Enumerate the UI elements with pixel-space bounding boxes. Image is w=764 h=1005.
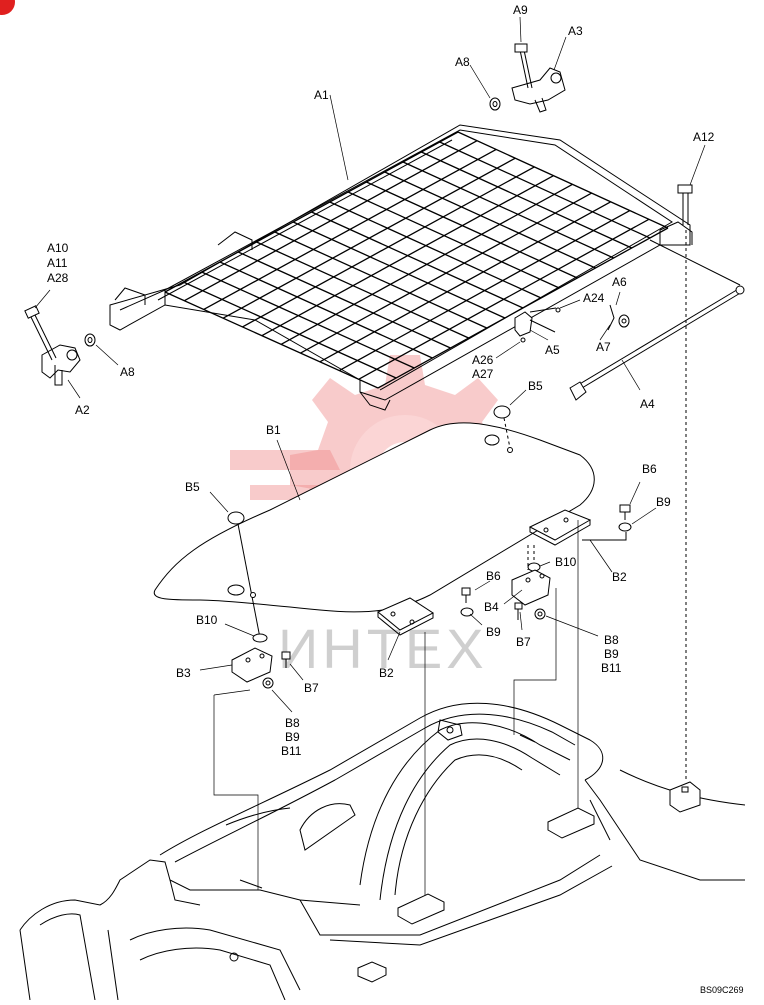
mounting-guide-lines xyxy=(213,520,579,895)
label-a24: A24 xyxy=(583,291,605,305)
label-a7: A7 xyxy=(596,340,611,354)
callout-labels: A1 A9 A3 A8 A12 A10 A11 A28 A8 A2 A6 A24… xyxy=(47,3,744,995)
label-a4: A4 xyxy=(640,397,655,411)
latch-a5 xyxy=(514,304,630,343)
grid-guard-a1 xyxy=(109,124,693,411)
label-b4: B4 xyxy=(484,600,499,614)
label-a26: A26 xyxy=(472,353,494,367)
mesh-bar xyxy=(311,211,524,309)
label-b2-left: B2 xyxy=(379,666,394,680)
bracket-b2-right xyxy=(528,509,592,546)
bracket-a2 xyxy=(24,305,96,386)
label-b11-right: B11 xyxy=(601,661,622,675)
label-b9-mid: B9 xyxy=(486,625,501,639)
diagram-code: BS09C269 xyxy=(700,985,744,995)
bracket-b3 xyxy=(231,633,291,689)
label-b10-right: B10 xyxy=(555,555,577,569)
grommet-b5-left xyxy=(227,511,261,639)
label-b7-right: B7 xyxy=(516,635,531,649)
mesh-bar xyxy=(292,221,506,319)
bracket-b4 xyxy=(460,545,551,620)
label-b5-top: B5 xyxy=(528,379,543,393)
label-b2-right: B2 xyxy=(612,570,627,584)
cab-body xyxy=(19,702,746,1001)
label-a9: A9 xyxy=(513,3,528,17)
mesh-bar xyxy=(347,191,560,289)
label-a10: A10 xyxy=(47,241,69,255)
label-a2: A2 xyxy=(75,403,90,417)
bracket-b2-left xyxy=(377,597,434,636)
label-b11-left: B11 xyxy=(281,744,302,758)
mesh-bar xyxy=(384,171,596,269)
label-a6: A6 xyxy=(612,275,627,289)
mesh-bar xyxy=(457,131,669,229)
label-a11: A11 xyxy=(47,256,68,270)
label-b9-left-stack: B9 xyxy=(285,730,300,744)
label-a8-left: A8 xyxy=(120,365,135,379)
mesh-bar xyxy=(237,251,451,349)
mesh-bar xyxy=(164,291,379,389)
bolt-a12 xyxy=(677,184,693,780)
mesh-bar xyxy=(421,151,633,249)
label-b7-left: B7 xyxy=(304,681,319,695)
label-b10-left: B10 xyxy=(196,613,218,627)
mesh-bar xyxy=(274,231,488,329)
label-b1: B1 xyxy=(266,423,281,437)
mesh-bar xyxy=(402,161,614,259)
mesh-bar xyxy=(439,141,651,239)
label-a3: A3 xyxy=(568,24,583,38)
bracket-a3 xyxy=(489,43,566,113)
watermark-text: ИНТЕХ xyxy=(278,617,488,680)
label-a27: A27 xyxy=(472,367,494,381)
label-b5-left: B5 xyxy=(185,480,200,494)
mesh-bar xyxy=(201,271,415,369)
label-b6-top: B6 xyxy=(642,462,657,476)
mesh-bar xyxy=(329,201,542,299)
bolt-b6-top xyxy=(582,504,632,541)
rod-a4 xyxy=(569,239,745,401)
label-b9-right-stack: B9 xyxy=(604,647,619,661)
label-a28: A28 xyxy=(47,271,69,285)
label-a5: A5 xyxy=(545,343,560,357)
label-b6-mid: B6 xyxy=(486,569,501,583)
cover-panel-b1 xyxy=(153,422,595,613)
mesh-bar xyxy=(219,261,433,359)
mesh-bar xyxy=(256,241,469,339)
label-a12: A12 xyxy=(693,130,715,144)
grommet-b5-top xyxy=(493,405,513,453)
leader-lines xyxy=(34,16,706,713)
label-a8-top: A8 xyxy=(455,55,470,69)
label-b8-left: B8 xyxy=(285,716,300,730)
label-b9-top: B9 xyxy=(656,495,671,509)
corner-badge xyxy=(0,0,15,15)
mesh-bar xyxy=(366,181,578,279)
label-b3: B3 xyxy=(176,666,191,680)
mesh-bar xyxy=(183,281,397,379)
label-a1: A1 xyxy=(314,88,329,102)
label-b8-right: B8 xyxy=(604,633,619,647)
